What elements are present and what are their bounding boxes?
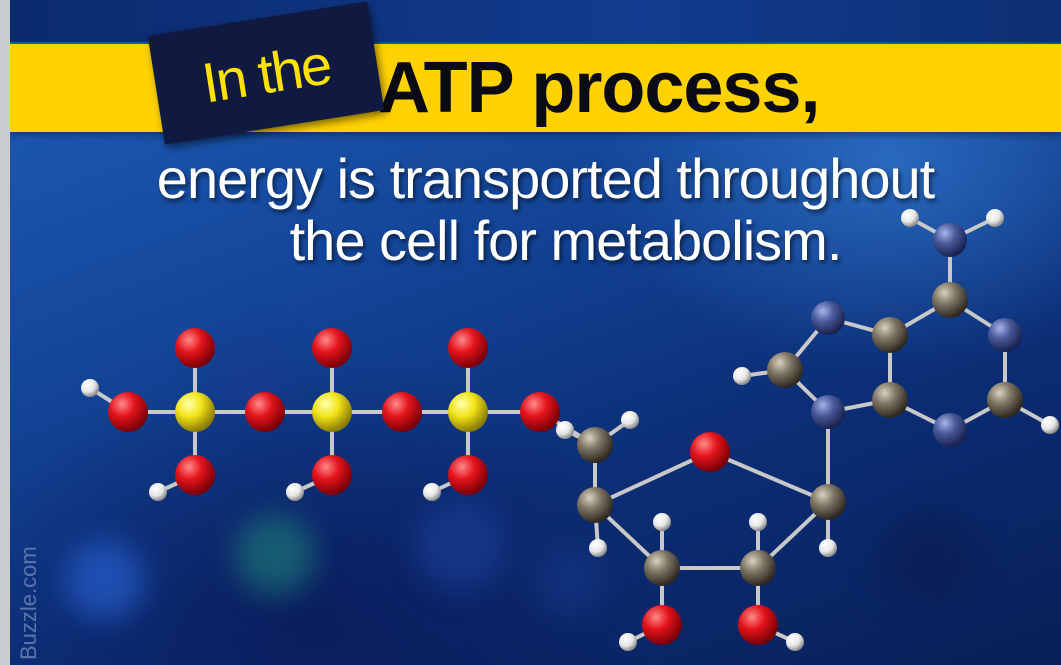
carbon-atom-icon (767, 352, 803, 388)
watermark: Buzzle.com (16, 546, 41, 660)
molecule-bond (708, 450, 830, 504)
nitrogen-atom-icon (933, 413, 967, 447)
hydrogen-atom-icon (986, 209, 1004, 227)
carbon-atom-icon (577, 487, 613, 523)
molecule-bond (593, 450, 712, 507)
hydrogen-atom-icon (653, 513, 671, 531)
hydrogen-atom-icon (423, 483, 441, 501)
oxygen-atom-icon (448, 328, 488, 368)
carbon-atom-icon (810, 484, 846, 520)
oxygen-atom-icon (175, 455, 215, 495)
oxygen-atom-icon (382, 392, 422, 432)
carbon-atom-icon (644, 550, 680, 586)
nitrogen-atom-icon (988, 318, 1022, 352)
carbon-atom-icon (872, 317, 908, 353)
background-spheres-icon (65, 335, 980, 620)
hydrogen-atom-icon (733, 367, 751, 385)
hydrogen-atom-icon (556, 421, 574, 439)
phosphorus-atom-icon (312, 392, 352, 432)
hydrogen-atom-icon (286, 483, 304, 501)
carbon-atom-icon (577, 427, 613, 463)
nitrogen-atom-icon (811, 395, 845, 429)
hydrogen-atom-icon (81, 379, 99, 397)
hydrogen-atom-icon (749, 513, 767, 531)
atp-molecule-icon (81, 209, 1059, 651)
subtitle: energy is transported throughout the cel… (10, 148, 1061, 272)
oxygen-atom-icon (108, 392, 148, 432)
oxygen-atom-icon (642, 605, 682, 645)
oxygen-atom-icon (520, 392, 560, 432)
oxygen-atom-icon (175, 328, 215, 368)
oxygen-atom-icon (448, 455, 488, 495)
subtitle-line-2: the cell for metabolism. (289, 209, 843, 272)
hydrogen-atom-icon (1041, 416, 1059, 434)
oxygen-atom-icon (312, 455, 352, 495)
carbon-atom-icon (740, 550, 776, 586)
hydrogen-atom-icon (901, 209, 919, 227)
hydrogen-atom-icon (619, 633, 637, 651)
phosphorus-atom-icon (448, 392, 488, 432)
headline: ATP process, (378, 48, 821, 128)
oxygen-atom-icon (312, 328, 352, 368)
oxygen-atom-icon (245, 392, 285, 432)
hydrogen-atom-icon (589, 539, 607, 557)
subtitle-line-1: energy is transported throughout (156, 147, 935, 210)
hydrogen-atom-icon (149, 483, 167, 501)
hydrogen-atom-icon (819, 539, 837, 557)
carbon-atom-icon (987, 382, 1023, 418)
nitrogen-atom-icon (933, 223, 967, 257)
oxygen-atom-icon (738, 605, 778, 645)
hydrogen-atom-icon (786, 633, 804, 651)
oxygen-atom-icon (690, 432, 730, 472)
atp-infographic: ATP process, In the energy is transporte… (10, 0, 1061, 665)
hydrogen-atom-icon (621, 411, 639, 429)
carbon-atom-icon (932, 282, 968, 318)
phosphorus-atom-icon (175, 392, 215, 432)
nitrogen-atom-icon (811, 301, 845, 335)
carbon-atom-icon (872, 382, 908, 418)
